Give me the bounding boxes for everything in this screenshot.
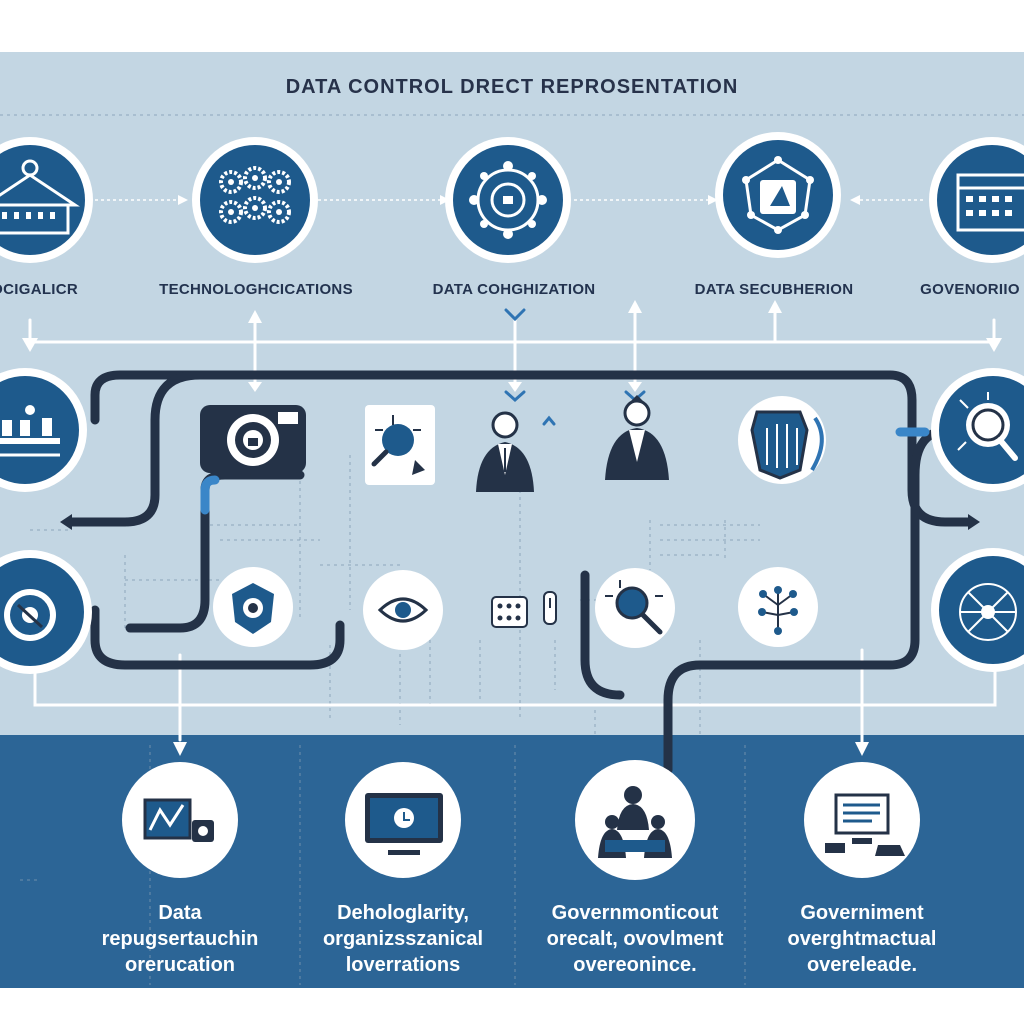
connector-arrowheads bbox=[22, 300, 1002, 756]
bottom-label-line: loverrations bbox=[345, 954, 461, 976]
meeting-table-icon bbox=[0, 368, 87, 492]
analytics-monitor-icon bbox=[122, 762, 238, 878]
network-shield-icon bbox=[715, 132, 841, 258]
bottom-label-line: Dehologlarity, bbox=[337, 902, 469, 924]
desktop-monitor-icon bbox=[345, 762, 461, 878]
node-label-data-cohghization: DATA COHGHIZATION bbox=[432, 281, 596, 298]
magnifier-card-icon bbox=[365, 405, 435, 485]
atom-network-icon bbox=[931, 548, 1024, 672]
bottom-label-line: overeonince. bbox=[573, 954, 697, 976]
disk-icon bbox=[0, 550, 92, 674]
calendar-grid-icon bbox=[929, 137, 1024, 263]
node-label-govenoriio: GOVENORIIO bbox=[920, 281, 1020, 298]
bottom-label-line: orecalt, ovovlment bbox=[546, 928, 724, 950]
computer-workstation-icon bbox=[804, 762, 920, 878]
node-label-tocigalicr: TOCIGALICR bbox=[0, 281, 79, 298]
magnifier-small-icon bbox=[595, 568, 675, 648]
bottom-label-line: orerucation bbox=[124, 954, 236, 976]
bottom-label-line: Data bbox=[158, 902, 202, 924]
node-label-technologhcications: TECHNOLOGHCICATIONS bbox=[159, 281, 353, 298]
school-building-icon bbox=[0, 137, 93, 263]
security-shield-icon bbox=[213, 567, 293, 647]
bottom-label-line: repugsertauchin bbox=[101, 928, 259, 950]
official-person-icon bbox=[476, 411, 534, 492]
official-person-icon bbox=[605, 395, 669, 480]
bottom-label-line: overeleade. bbox=[806, 954, 918, 976]
bottom-label-line: overghtmactual bbox=[787, 928, 937, 950]
bottom-label-dehologlarity: Dehologlarity, organizsszanical loverrat… bbox=[283, 900, 523, 978]
bottom-label-governmonticout: Governmonticout orecalt, ovovlment overe… bbox=[515, 900, 755, 978]
tube-arrowheads bbox=[60, 514, 980, 530]
people-meeting-icon bbox=[575, 760, 695, 880]
bottom-label-data: Data repugsertauchin orerucation bbox=[60, 900, 300, 978]
shield-document-icon bbox=[738, 396, 826, 484]
thick-connectors bbox=[67, 370, 973, 775]
control-panel-icon bbox=[491, 591, 557, 628]
network-tree-icon bbox=[738, 567, 818, 647]
node-label-data-secubherion: DATA SECUBHERION bbox=[694, 281, 854, 298]
page-title: DATA CONTROL DRECT REPROSENTATION bbox=[285, 76, 739, 98]
background-dashed-lines bbox=[0, 114, 1024, 985]
gear-lock-icon bbox=[445, 137, 571, 263]
blue-chevrons bbox=[504, 308, 646, 426]
gears-icon bbox=[192, 137, 318, 263]
bottom-label-governiment: Governiment overghtmactual overeleade. bbox=[742, 900, 982, 978]
magnifier-circle-icon bbox=[931, 368, 1024, 492]
eye-icon bbox=[363, 570, 443, 650]
bottom-label-line: Governmonticout bbox=[551, 902, 719, 924]
tube-accents bbox=[200, 427, 930, 515]
bottom-label-line: organizsszanical bbox=[322, 928, 484, 950]
bottom-label-line: Governiment bbox=[800, 902, 924, 924]
camera-lock-icon bbox=[200, 405, 306, 473]
